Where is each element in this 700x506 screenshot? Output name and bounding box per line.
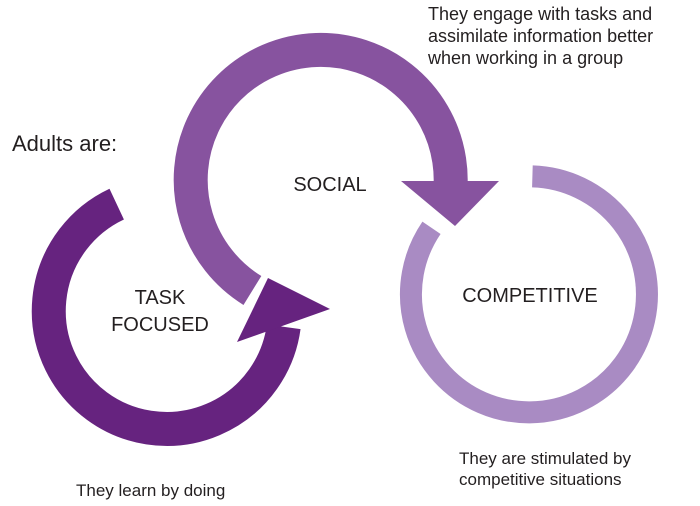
social-caption-line: assimilate information better	[428, 25, 654, 46]
competitive-ring	[399, 165, 658, 424]
intro-label: Adults are:	[12, 131, 118, 156]
task-focused-label: TASK FOCUSED	[95, 285, 225, 339]
social-ring	[173, 32, 468, 305]
social-caption: They engage with tasks and assimilate in…	[428, 4, 698, 70]
social-caption-line: when working in a group	[428, 47, 624, 68]
task-label-line: FOCUSED	[111, 314, 209, 336]
social-caption-line: They engage with tasks and	[428, 4, 653, 24]
task-caption: They learn by doing	[76, 481, 226, 500]
competitive-caption-line: competitive situations	[459, 469, 622, 489]
competitive-label: COMPETITIVE	[462, 285, 598, 307]
task-arrowhead	[237, 278, 330, 342]
competitive-caption-line: They are stimulated by	[459, 449, 631, 468]
competitive-caption: They are stimulated by competitive situa…	[459, 449, 689, 490]
social-arrowhead	[401, 181, 499, 226]
task-label-line: TASK	[134, 287, 186, 309]
task-ring	[31, 188, 301, 446]
social-label: SOCIAL	[293, 174, 367, 196]
